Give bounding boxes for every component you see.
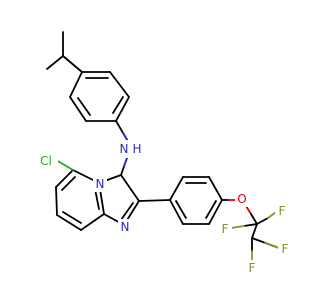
fluorine-label-2: F xyxy=(222,222,229,236)
bond xyxy=(55,186,58,216)
bond xyxy=(256,217,269,225)
bond xyxy=(46,55,64,70)
fluorine-label-4: F xyxy=(249,261,256,275)
bond xyxy=(243,223,258,227)
bond xyxy=(123,157,128,167)
bond xyxy=(245,205,252,215)
double-bond-inner xyxy=(61,176,76,191)
bond xyxy=(264,242,280,249)
double-bond-inner xyxy=(62,211,82,224)
molecule-structure-diagram: Cl N H N N O F F F F xyxy=(36,31,292,276)
double-bond-inner xyxy=(94,188,100,210)
chlorine-label: Cl xyxy=(40,154,52,168)
double-bond-inner xyxy=(175,200,187,219)
isopropylphenyl-ring xyxy=(69,71,130,122)
double-bond-inner xyxy=(77,97,91,116)
bond xyxy=(250,213,258,225)
bond xyxy=(267,211,277,219)
double-bond-inner xyxy=(112,96,124,114)
bond xyxy=(169,176,184,201)
isopropyl-group xyxy=(46,31,83,73)
bond xyxy=(109,71,130,98)
bond xyxy=(208,176,223,201)
ether-oxygen-label: O xyxy=(237,192,246,206)
bond xyxy=(169,199,184,225)
bond xyxy=(251,223,258,239)
imidazole-nitrogen-label: N xyxy=(121,220,130,234)
bond xyxy=(69,71,83,98)
bond xyxy=(120,174,140,202)
bond xyxy=(138,199,171,202)
fluorine-label-1: F xyxy=(279,204,286,218)
double-bond-inner xyxy=(205,200,217,219)
bond xyxy=(55,169,74,188)
amine-hydrogen-label: H xyxy=(132,142,141,156)
bond xyxy=(55,159,74,171)
bond xyxy=(230,225,245,229)
bond xyxy=(62,55,83,73)
bond xyxy=(80,213,105,231)
bond xyxy=(69,96,87,122)
bridgehead-nitrogen-label: N xyxy=(96,177,105,191)
bond xyxy=(115,96,130,122)
atom-labels: Cl N H N N O F F F F xyxy=(36,140,292,276)
bond xyxy=(208,199,223,225)
alkoxyphenyl-ring xyxy=(138,176,223,225)
bond xyxy=(56,214,82,231)
fluorine-label-3: F xyxy=(282,242,289,256)
amine-nitrogen-label: N xyxy=(120,142,129,156)
double-bond-inner xyxy=(120,202,134,221)
